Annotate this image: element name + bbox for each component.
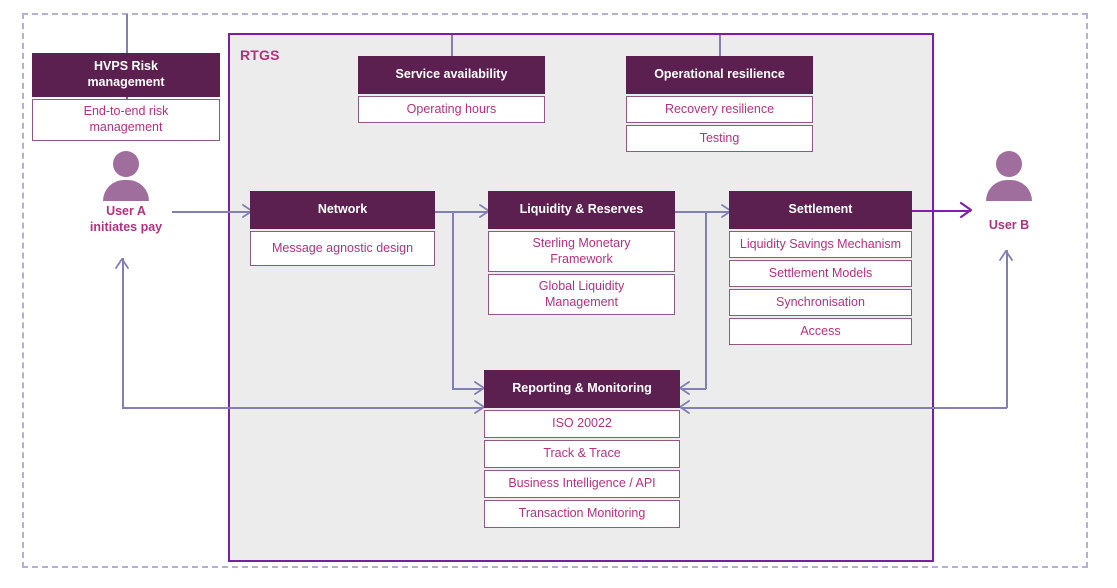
global-liquidity-line2: Management [545,294,618,309]
person-body-icon [986,180,1032,201]
block-item-track-and-trace[interactable]: Track & Trace [484,440,680,468]
block-header-service-availability[interactable]: Service availability [358,56,545,94]
block-reporting-and-monitoring: Reporting & Monitoring ISO 20022 Track &… [484,370,680,528]
block-item-operating-hours[interactable]: Operating hours [358,96,545,123]
connector-usera-network [172,211,250,213]
block-item-synchronisation[interactable]: Synchronisation [729,289,912,316]
user-a-label-line2: initiates pay [89,219,163,234]
block-settlement: Settlement Liquidity Savings Mechanism S… [729,191,912,345]
block-item-settlement-models[interactable]: Settlement Models [729,260,912,287]
connector-settlement-userb [911,210,971,212]
rtgs-label: RTGS [240,47,280,63]
hvps-header-line2: management [87,75,165,89]
block-item-transaction-monitoring[interactable]: Transaction Monitoring [484,500,680,528]
block-item-business-intelligence-api[interactable]: Business Intelligence / API [484,470,680,498]
person-head-icon [996,151,1022,177]
block-header-network[interactable]: Network [250,191,435,229]
block-item-iso-20022[interactable]: ISO 20022 [484,410,680,438]
connector-network-liquidity [434,211,488,213]
person-head-icon [113,151,139,177]
sterling-line1: Sterling Monetary [532,235,631,250]
block-operational-resilience: Operational resilience Recovery resilien… [626,56,813,152]
block-item-liquidity-savings-mechanism[interactable]: Liquidity Savings Mechanism [729,231,912,258]
hvps-item-line1: End-to-end risk [83,104,169,119]
hvps-header-line1: HVPS Risk [94,59,158,74]
user-b-label-line1: User B [988,218,1030,232]
block-item-global-liquidity-management[interactable]: Global Liquidity Management [488,274,675,315]
person-body-icon [103,180,149,201]
connector-usera-up [122,258,124,408]
connector-network-to-reporting [452,388,482,390]
connector-reporting-to-userb [682,407,1007,409]
connector-settlement-to-reporting [682,388,706,390]
global-liquidity-line1: Global Liquidity [538,278,625,293]
block-item-end-to-end-risk-management[interactable]: End-to-end risk management [32,99,220,141]
connector-top-operational-resilience [719,35,721,56]
block-header-liquidity-and-reserves[interactable]: Liquidity & Reserves [488,191,675,229]
block-header-hvps-risk-management[interactable]: HVPS Risk management [32,53,220,97]
block-item-recovery-resilience[interactable]: Recovery resilience [626,96,813,123]
user-b-label: User B [949,218,1069,234]
block-item-testing[interactable]: Testing [626,125,813,152]
connector-reporting-to-usera [122,407,482,409]
block-service-availability: Service availability Operating hours [358,56,545,123]
block-item-message-agnostic-design[interactable]: Message agnostic design [250,231,435,266]
sterling-line2: Framework [550,251,613,266]
block-liquidity-and-reserves: Liquidity & Reserves Sterling Monetary F… [488,191,675,315]
user-a-label: User A initiates pay [66,204,186,235]
connector-top-service-availability [451,35,453,56]
block-hvps-risk-management: HVPS Risk management End-to-end risk man… [32,53,220,141]
hvps-item-line2: management [89,120,163,134]
block-network: Network Message agnostic design [250,191,435,266]
user-b-avatar [986,151,1032,201]
user-a-avatar [103,151,149,201]
connector-liquidity-settlement [675,211,730,213]
block-item-access[interactable]: Access [729,318,912,345]
outer-boundary [22,13,1088,568]
block-header-settlement[interactable]: Settlement [729,191,912,229]
connector-userb-up [1006,250,1008,408]
user-a-label-line1: User A [106,204,146,218]
connector-top-hvps [126,14,128,54]
connector-network-down [452,211,454,389]
block-header-operational-resilience[interactable]: Operational resilience [626,56,813,94]
block-item-sterling-monetary-framework[interactable]: Sterling Monetary Framework [488,231,675,272]
block-header-reporting-and-monitoring[interactable]: Reporting & Monitoring [484,370,680,408]
connector-settlement-down [705,211,707,389]
